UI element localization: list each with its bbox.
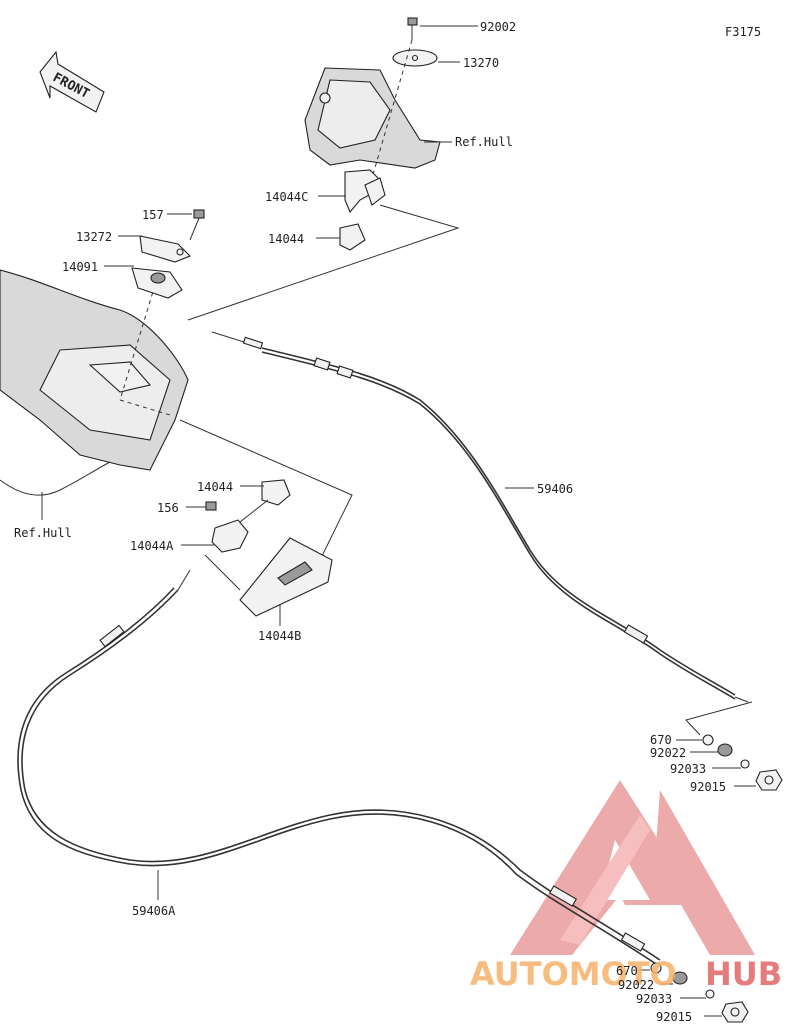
top-hull-section xyxy=(304,67,441,169)
front-arrow: FRONT xyxy=(39,50,105,113)
label-92002: 92002 xyxy=(480,20,516,34)
cable-holder-14044a xyxy=(181,499,269,553)
lower-nut-hardware xyxy=(638,962,749,1023)
label-59406a: 59406A xyxy=(132,904,176,918)
upper-nut-hardware xyxy=(676,734,783,791)
bracket-14044b xyxy=(239,537,333,626)
cable-holder-14044c xyxy=(318,169,386,214)
left-hull-section xyxy=(0,269,189,496)
watermark-text-2: HUB xyxy=(705,955,782,993)
label-92033-lower: 92033 xyxy=(636,992,672,1006)
label-13272: 13272 xyxy=(76,230,112,244)
label-ref-hull-top: Ref.Hull xyxy=(455,135,513,149)
bolt-92002-top xyxy=(407,17,478,40)
label-14044c: 14044C xyxy=(265,190,308,204)
label-14091: 14091 xyxy=(62,260,98,274)
plate-13270 xyxy=(392,49,460,67)
cable-59406 xyxy=(211,331,749,703)
watermark-text-1: AUTOMOTO xyxy=(470,955,677,993)
label-92022-lower: 92022 xyxy=(618,978,654,992)
label-670-upper: 670 xyxy=(650,733,672,747)
label-92022-upper: 92022 xyxy=(650,746,686,760)
cable-59406a xyxy=(17,569,661,965)
label-156: 156 xyxy=(157,501,179,515)
label-92033-upper: 92033 xyxy=(670,762,706,776)
plate-13272 xyxy=(118,235,191,263)
watermark-logo xyxy=(510,780,755,955)
figure-code: F3175 xyxy=(725,25,761,39)
clip-14044-mid xyxy=(240,479,291,506)
label-157: 157 xyxy=(142,208,164,222)
label-92015-lower: 92015 xyxy=(656,1010,692,1024)
bolt-157 xyxy=(167,209,205,241)
bolt-156 xyxy=(186,501,217,511)
label-59406: 59406 xyxy=(537,482,573,496)
label-14044-top: 14044 xyxy=(268,232,304,246)
label-92015-upper: 92015 xyxy=(690,780,726,794)
seal-14091 xyxy=(104,265,183,299)
label-670-lower: 670 xyxy=(616,964,638,978)
clip-14044-top xyxy=(316,223,366,251)
label-ref-hull-left: Ref.Hull xyxy=(14,526,72,540)
label-14044a: 14044A xyxy=(130,539,174,553)
label-14044b: 14044B xyxy=(258,629,301,643)
label-14044-mid: 14044 xyxy=(197,480,233,494)
label-13270: 13270 xyxy=(463,56,499,70)
